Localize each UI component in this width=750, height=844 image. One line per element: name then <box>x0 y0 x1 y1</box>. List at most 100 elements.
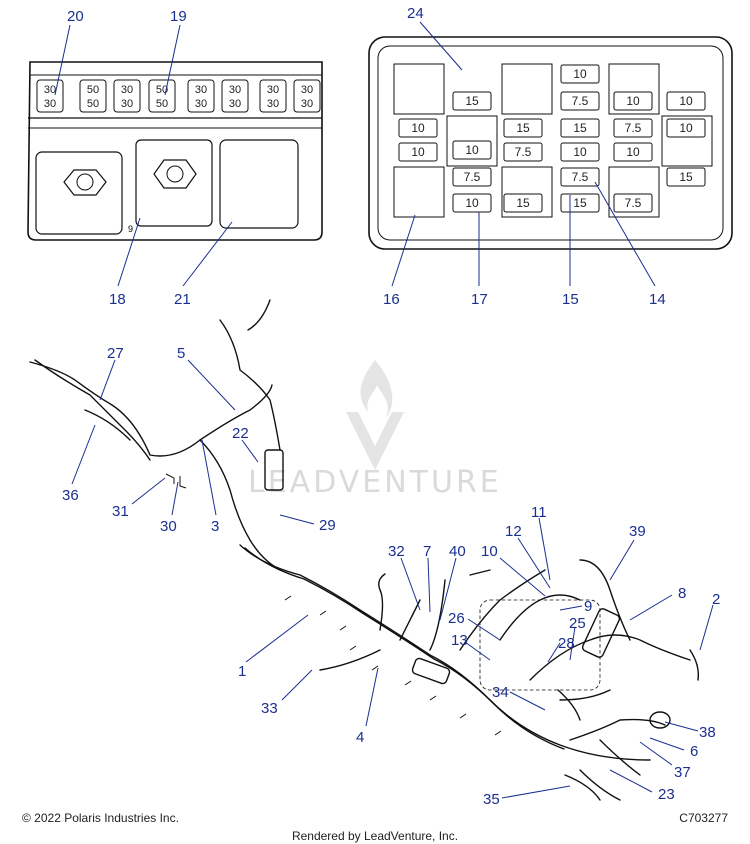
callout-40: 40 <box>449 543 466 560</box>
right-fuse: 10 <box>398 118 438 138</box>
right-fuse-rating: 10 <box>679 94 693 108</box>
right-fuse: 7.5 <box>560 167 600 187</box>
right-fuse-rating: 15 <box>573 196 587 210</box>
right-fuse: 15 <box>452 91 492 111</box>
callout-37: 37 <box>674 764 691 781</box>
right-fuse: 7.5 <box>503 142 543 162</box>
callout-36: 36 <box>62 487 79 504</box>
right-fuse: 10 <box>452 140 492 160</box>
callout-20: 20 <box>67 8 84 25</box>
left-fuse-bottom-label: 30 <box>267 98 279 110</box>
right-fuse-rating: 10 <box>465 196 479 210</box>
right-fuse: 10 <box>452 193 492 213</box>
right-fuse-rating: 10 <box>573 67 587 81</box>
callout-2: 2 <box>712 591 720 608</box>
callout-19: 19 <box>170 8 187 25</box>
left-fuse-top-label: 30 <box>229 84 241 96</box>
callout-34: 34 <box>492 684 509 701</box>
copyright-text: © 2022 Polaris Industries Inc. <box>22 811 179 825</box>
callout-31: 31 <box>112 503 129 520</box>
callout-7: 7 <box>423 543 431 560</box>
left-fuse-top-label: 50 <box>87 84 99 96</box>
callout-10: 10 <box>481 543 498 560</box>
right-fuse-rating: 15 <box>573 121 587 135</box>
leader-lines <box>54 21 714 799</box>
right-fuse-rating: 7.5 <box>464 170 481 184</box>
callout-labels: 20 19 24 18 21 16 17 15 14 27 5 22 36 31… <box>62 5 720 808</box>
callout-29: 29 <box>319 517 336 534</box>
left-fuse-top-label: 30 <box>267 84 279 96</box>
callout-33: 33 <box>261 700 278 717</box>
left-fuse-bottom-label: 50 <box>156 98 168 110</box>
callout-25: 25 <box>569 615 586 632</box>
left-fuse-bottom-label: 30 <box>301 98 313 110</box>
callout-8: 8 <box>678 585 686 602</box>
loose-clips <box>165 473 502 736</box>
right-fuse-rating: 7.5 <box>625 121 642 135</box>
right-fuse: 10 <box>613 142 653 162</box>
callout-11: 11 <box>531 504 547 521</box>
right-fuse-rating: 7.5 <box>625 196 642 210</box>
left-fuse-bottom-label: 30 <box>229 98 241 110</box>
callout-17: 17 <box>471 291 488 308</box>
right-fuse-rating: 10 <box>626 94 640 108</box>
right-fuse: 7.5 <box>452 167 492 187</box>
right-fuse: 15 <box>503 118 543 138</box>
right-fuse: 10 <box>613 91 653 111</box>
callout-30: 30 <box>160 518 177 535</box>
left-fuse-bottom-label: 30 <box>195 98 207 110</box>
right-inset-fuse-box: 15 10 10 10 7.5 15 15 7.5 10 10 10 7.5 15 7.5 10 7.5 10 1… <box>368 36 733 250</box>
left-fuse-top-label: 30 <box>44 84 56 96</box>
right-fuse-rating: 10 <box>626 145 640 159</box>
drawing-number: C703277 <box>679 811 728 825</box>
leadventure-watermark: LEADVENTURE <box>248 360 499 500</box>
callout-27: 27 <box>107 345 124 362</box>
callout-18: 18 <box>109 291 126 308</box>
right-fuse: 7.5 <box>613 118 653 138</box>
callout-14: 14 <box>649 291 666 308</box>
right-fuse: 10 <box>560 142 600 162</box>
left-fuse-top-label: 30 <box>121 84 133 96</box>
right-fuse: 10 <box>666 118 706 138</box>
right-fuse-rating: 15 <box>516 121 530 135</box>
right-fuse-rating: 15 <box>679 170 693 184</box>
callout-4: 4 <box>356 729 364 746</box>
left-fuse-bottom-label: 30 <box>44 98 56 110</box>
right-fuse-rating: 15 <box>465 94 479 108</box>
callout-39: 39 <box>629 523 646 540</box>
callout-24: 24 <box>407 5 424 22</box>
callout-15: 15 <box>562 291 579 308</box>
callout-12: 12 <box>505 523 522 540</box>
right-fuse-rating: 10 <box>573 145 587 159</box>
right-fuse: 10 <box>398 142 438 162</box>
right-fuse: 7.5 <box>560 91 600 111</box>
right-fuse-rating: 7.5 <box>572 94 589 108</box>
right-fuse: 7.5 <box>613 193 653 213</box>
right-fuse-rating: 10 <box>411 121 425 135</box>
left-fuse-bottom-label: 50 <box>87 98 99 110</box>
right-fuse: 15 <box>666 167 706 187</box>
callout-16: 16 <box>383 291 400 308</box>
right-fuse: 15 <box>503 193 543 213</box>
wiring-harness <box>29 299 700 801</box>
callout-23: 23 <box>658 786 675 803</box>
right-fuse: 15 <box>560 193 600 213</box>
callout-1: 1 <box>238 663 246 680</box>
right-fuse: 10 <box>560 64 600 84</box>
rendered-by-text: Rendered by LeadVenture, Inc. <box>291 829 459 843</box>
right-fuse: 10 <box>666 91 706 111</box>
left-fuse-top-label: 30 <box>301 84 313 96</box>
right-fuse-rating: 15 <box>516 196 530 210</box>
callout-13: 13 <box>451 632 468 649</box>
